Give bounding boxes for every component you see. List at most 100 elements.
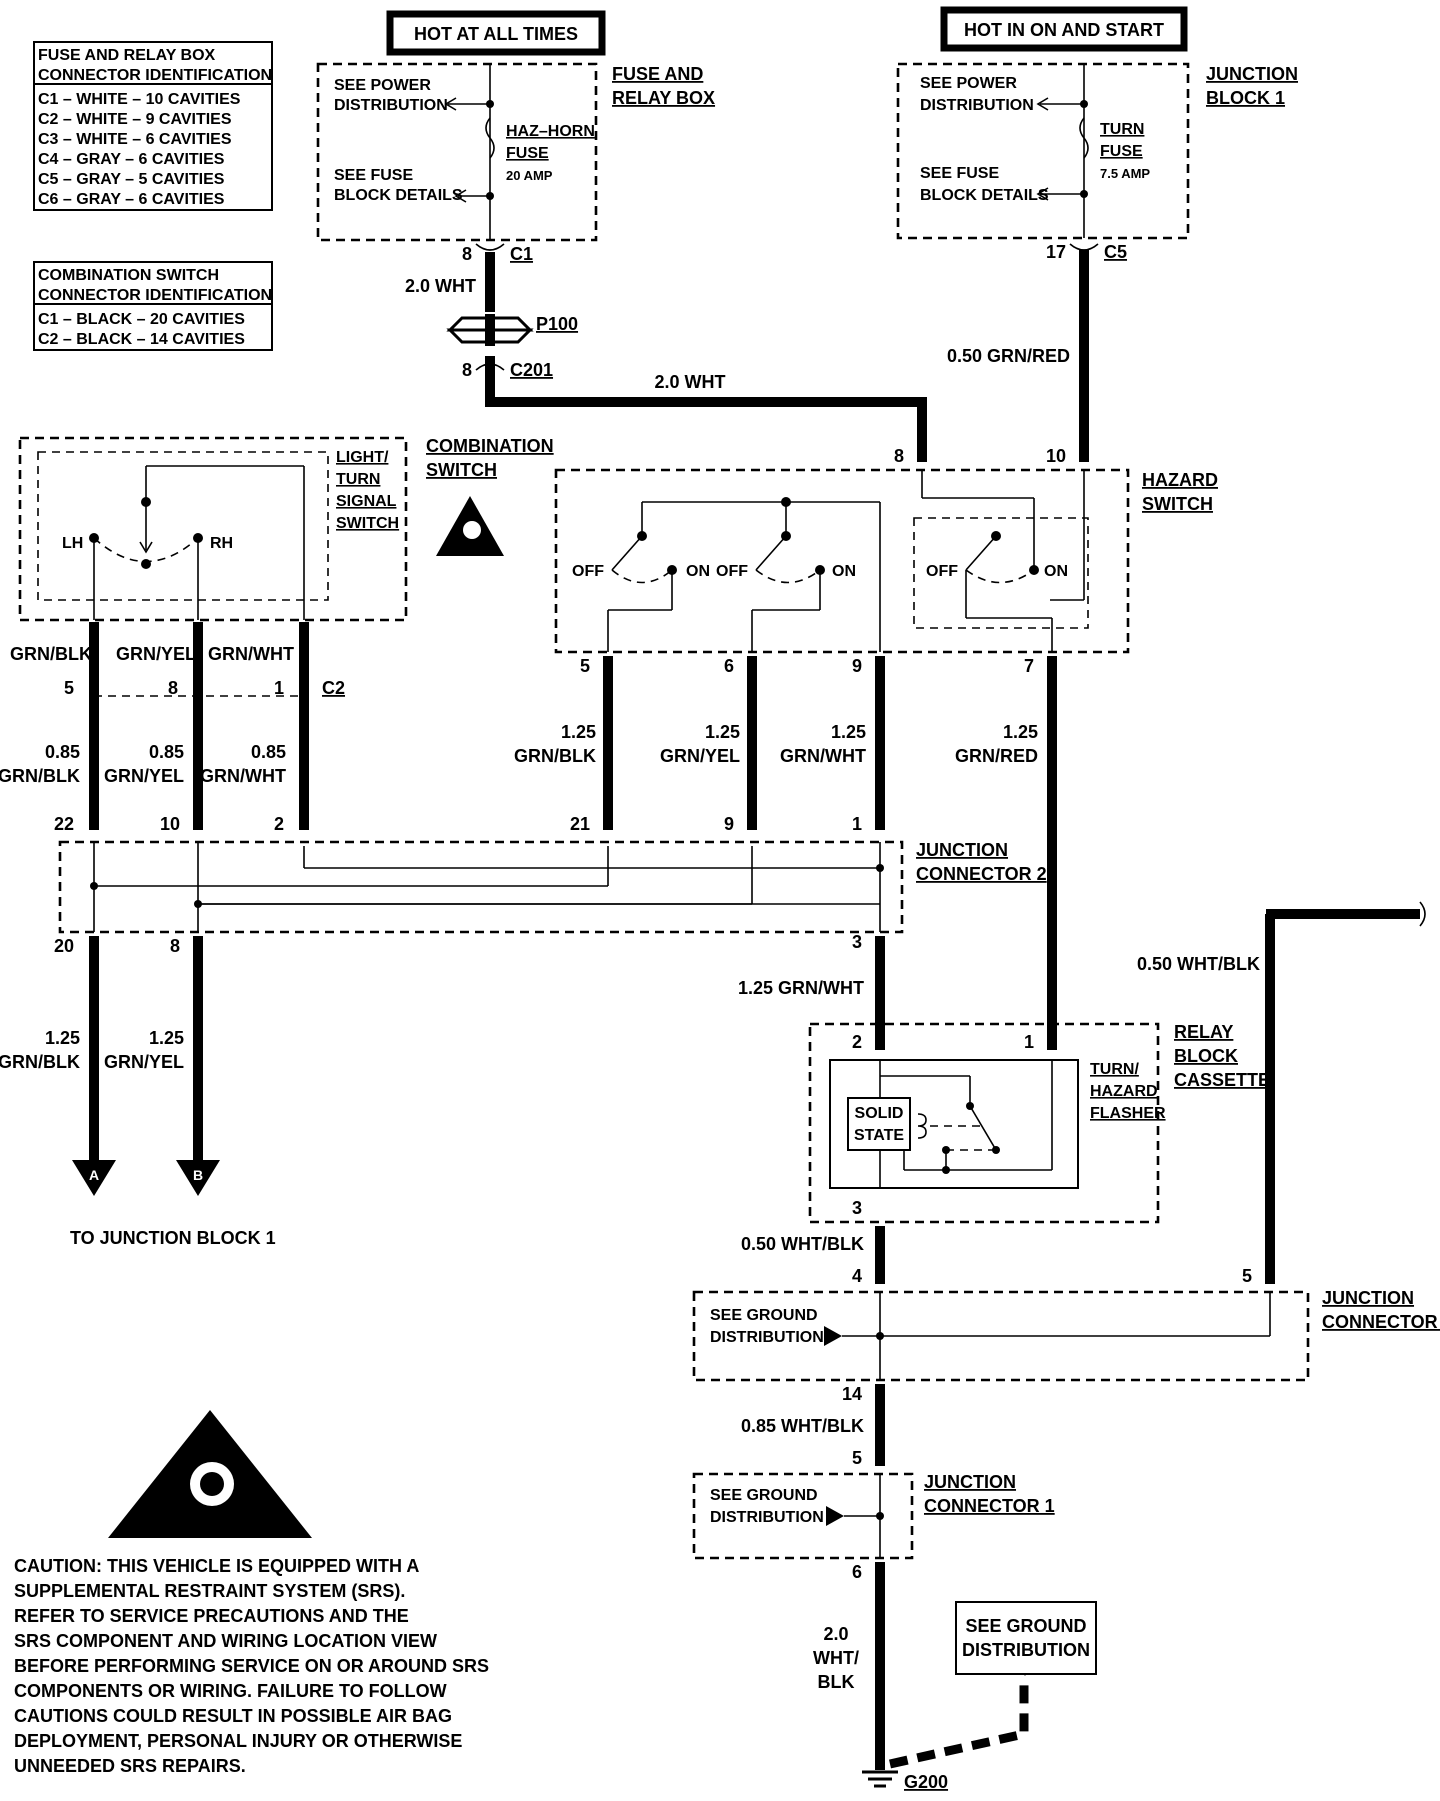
svg-text:5: 5 [580,656,590,676]
svg-text:TO JUNCTION BLOCK 1: TO JUNCTION BLOCK 1 [70,1228,276,1248]
svg-text:10: 10 [160,814,180,834]
svg-text:ON: ON [832,563,856,580]
svg-text:5: 5 [852,1448,862,1468]
svg-text:WHT/: WHT/ [813,1648,859,1668]
svg-text:2.0 WHT: 2.0 WHT [654,372,725,392]
svg-text:GRN/YEL: GRN/YEL [116,644,196,664]
svg-text:HOT IN ON AND START: HOT IN ON AND START [964,20,1164,40]
svg-text:22: 22 [54,814,74,834]
svg-text:17: 17 [1046,242,1066,262]
svg-text:SEE POWER: SEE POWER [920,75,1017,92]
svg-text:DEPLOYMENT, PERSONAL INJURY OR: DEPLOYMENT, PERSONAL INJURY OR OTHERWISE [14,1731,462,1751]
svg-text:14: 14 [842,1384,862,1404]
svg-text:7.5 AMP: 7.5 AMP [1100,166,1150,181]
svg-text:P100: P100 [536,314,578,334]
svg-text:HAZARD: HAZARD [1142,470,1218,490]
svg-text:GRN/BLK: GRN/BLK [10,644,92,664]
svg-text:GRN/YEL: GRN/YEL [660,746,740,766]
svg-text:1: 1 [274,678,284,698]
svg-text:0.85: 0.85 [251,742,286,762]
svg-text:8: 8 [170,936,180,956]
svg-text:CONNECTOR 2: CONNECTOR 2 [916,864,1047,884]
svg-text:20 AMP: 20 AMP [506,168,553,183]
svg-text:SEE GROUND: SEE GROUND [710,1487,818,1504]
svg-text:9: 9 [852,656,862,676]
relay-block-cassette: 1.25 GRN/WHT SOLID STATE 2 1 3 TURN/ HAZ… [738,936,1270,1224]
svg-text:0.85: 0.85 [45,742,80,762]
svg-text:6: 6 [724,656,734,676]
svg-text:1.25: 1.25 [149,1028,184,1048]
svg-text:FUSE AND: FUSE AND [612,64,703,84]
svg-text:BLOCK DETAILS: BLOCK DETAILS [920,187,1049,204]
svg-text:SIGNAL: SIGNAL [336,493,397,510]
svg-text:8: 8 [168,678,178,698]
svg-text:COMBINATION: COMBINATION [426,436,554,456]
svg-text:FUSE: FUSE [1100,143,1143,160]
svg-text:TURN: TURN [336,471,380,488]
svg-text:C1 – BLACK – 20 CAVITIES: C1 – BLACK – 20 CAVITIES [38,311,245,328]
svg-text:B: B [193,1167,203,1183]
svg-text:1.25: 1.25 [831,722,866,742]
svg-text:C6 – GRAY – 6 CAVITIES: C6 – GRAY – 6 CAVITIES [38,191,225,208]
svg-text:C5 – GRAY – 5 CAVITIES: C5 – GRAY – 5 CAVITIES [38,171,225,188]
svg-text:OFF: OFF [926,563,958,580]
svg-text:5: 5 [1242,1266,1252,1286]
svg-text:GRN/YEL: GRN/YEL [104,766,184,786]
svg-text:20: 20 [54,936,74,956]
svg-text:STATE: STATE [854,1127,904,1144]
svg-text:GRN/BLK: GRN/BLK [0,766,80,786]
svg-text:UNNEEDED SRS REPAIRS.: UNNEEDED SRS REPAIRS. [14,1756,246,1776]
svg-text:C2 – BLACK – 14 CAVITIES: C2 – BLACK – 14 CAVITIES [38,331,245,348]
hazard-switch-wires: 5 6 9 7 1.25 GRN/BLK 1.25 GRN/YEL 1.25 G… [514,656,1057,1050]
connector-b-arrow [176,1160,220,1196]
fuse-and-relay-box: SEE POWER DISTRIBUTION SEE FUSE BLOCK DE… [316,62,715,264]
svg-text:2: 2 [852,1032,862,1052]
combination-switch-connector-table: COMBINATION SWITCH CONNECTOR IDENTIFICAT… [33,261,273,351]
svg-text:SWITCH: SWITCH [1142,494,1213,514]
connector-a-arrow [72,1160,116,1196]
svg-text:C3 – WHITE – 6 CAVITIES: C3 – WHITE – 6 CAVITIES [38,131,232,148]
svg-text:BEFORE PERFORMING SERVICE ON O: BEFORE PERFORMING SERVICE ON OR AROUND S… [14,1656,489,1676]
svg-text:SOLID: SOLID [855,1105,904,1122]
svg-text:SEE GROUND: SEE GROUND [965,1616,1086,1636]
svg-text:1: 1 [1024,1032,1034,1052]
c201-connector: 8 C201 [462,360,553,380]
svg-text:SWITCH: SWITCH [426,460,497,480]
svg-text:CONNECTOR 1: CONNECTOR 1 [924,1496,1055,1516]
svg-text:2.0: 2.0 [823,1624,848,1644]
svg-text:10: 10 [1046,446,1066,466]
p100-pass-through: P100 [446,314,578,346]
junction-connector-2: 22 10 2 21 9 1 20 8 3 JUNCTION CONNECTOR… [54,814,1047,956]
svg-text:RH: RH [210,535,233,552]
feed-wire-haz-horn: 2.0 WHT 2.0 WHT [405,243,927,462]
svg-text:SRS COMPONENT AND WIRING LOCAT: SRS COMPONENT AND WIRING LOCATION VIEW [14,1631,437,1651]
svg-text:0.50 WHT/BLK: 0.50 WHT/BLK [741,1234,864,1254]
svg-text:C4 – GRAY – 6 CAVITIES: C4 – GRAY – 6 CAVITIES [38,151,225,168]
svg-text:2.0 WHT: 2.0 WHT [405,276,476,296]
svg-text:8: 8 [462,244,472,264]
ground-arrow-icon [824,1326,842,1346]
svg-text:ON: ON [686,563,710,580]
fuse-icon [485,117,495,159]
svg-text:CAUTION: THIS VEHICLE IS EQUI: CAUTION: THIS VEHICLE IS EQUIPPED WITH A [14,1556,419,1576]
svg-text:FLASHER: FLASHER [1090,1105,1166,1122]
hazard-switch: OFF ON OFF ON OFF ON 8 10 HAZARD SWITCH [554,446,1218,654]
svg-text:RELAY: RELAY [1174,1022,1233,1042]
svg-text:BLOCK DETAILS: BLOCK DETAILS [334,187,463,204]
svg-text:ON: ON [1044,563,1068,580]
svg-text:COMBINATION SWITCH: COMBINATION SWITCH [38,267,219,284]
svg-text:GRN/BLK: GRN/BLK [514,746,596,766]
wire-0-50-wht-blk-right: 0.50 WHT/BLK [1137,901,1426,1284]
svg-text:G200: G200 [904,1772,948,1792]
svg-text:6: 6 [852,1562,862,1582]
svg-text:SUPPLEMENTAL RESTRAINT SYSTEM: SUPPLEMENTAL RESTRAINT SYSTEM (SRS). [14,1581,405,1601]
svg-text:FUSE AND RELAY BOX: FUSE AND RELAY BOX [38,47,216,64]
svg-text:GRN/RED: GRN/RED [955,746,1038,766]
svg-text:3: 3 [852,932,862,952]
combination-switch-wires: GRN/BLK GRN/YEL GRN/WHT 5 8 1 C2 0.85 GR… [0,622,345,830]
svg-text:0.85: 0.85 [149,742,184,762]
svg-text:CAUTIONS COULD RESULT IN POSSI: CAUTIONS COULD RESULT IN POSSIBLE AIR BA… [14,1706,452,1726]
svg-text:FUSE: FUSE [506,145,549,162]
